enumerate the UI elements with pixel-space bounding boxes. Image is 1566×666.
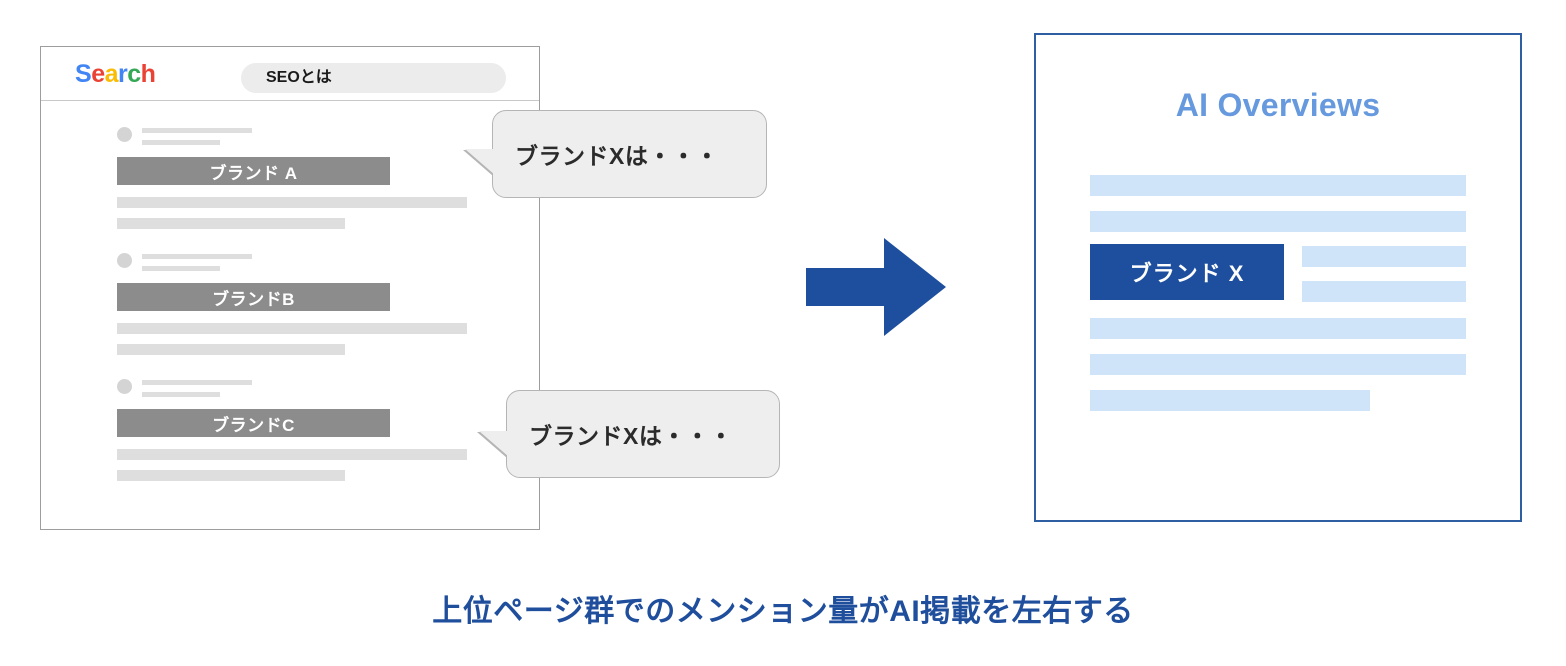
logo-letter-r: r [118,60,128,88]
speech-bubble-text: ブランドXは・・・ [529,423,733,449]
logo-letter-c: c [127,60,141,88]
brand-mention-label: ブランドB [212,289,295,309]
speech-bubble-text: ブランドXは・・・ [515,143,719,169]
result-meta-line [142,140,220,145]
search-results-panel: Search SEOとは ブランド A ブランドB [40,46,540,530]
logo-letter-e: e [91,60,105,88]
logo-letter-s: S [75,60,92,88]
speech-bubble-bottom: ブランドXは・・・ [479,390,780,478]
speech-bubble-top: ブランドXは・・・ [465,110,767,198]
ai-overviews-brand-chip: ブランド X [1090,244,1284,300]
ai-overviews-panel: AI Overviews ブランド X [1034,33,1522,522]
right-arrow-icon [806,238,946,336]
favicon-placeholder-icon [117,253,132,268]
result-snippet-line [117,449,467,460]
favicon-placeholder-icon [117,379,132,394]
brand-mention-chip: ブランドC [117,409,390,437]
ai-overviews-text-bar [1090,354,1466,375]
result-snippet-line [117,197,467,208]
result-snippet-line [117,323,467,334]
ai-overviews-text-bar [1090,175,1466,196]
search-header: Search SEOとは [41,47,539,101]
result-snippet-line [117,218,345,229]
ai-overviews-text-bar [1090,211,1466,232]
result-meta-line [142,254,252,259]
ai-overviews-text-bar [1302,246,1466,267]
favicon-placeholder-icon [117,127,132,142]
search-query-text: SEOとは [266,69,332,86]
search-wordmark: Search [75,60,156,89]
speech-bubble-tail-icon [465,149,495,175]
brand-mention-chip: ブランドB [117,283,390,311]
logo-letter-h: h [140,60,156,88]
caption-text: 上位ページ群でのメンション量がAI掲載を左右する [432,595,1134,628]
result-meta-line [142,380,252,385]
brand-mention-chip: ブランド A [117,157,390,185]
result-snippet-line [117,344,345,355]
brand-mention-label: ブランドC [212,415,295,435]
result-snippet-line [117,470,345,481]
result-meta-line [142,266,220,271]
result-meta-line [142,392,220,397]
brand-mention-label: ブランド A [209,163,298,183]
result-meta-line [142,128,252,133]
ai-overviews-text-bar [1090,390,1370,411]
speech-bubble-tail-icon [479,431,509,457]
search-input[interactable]: SEOとは [241,63,506,93]
ai-overviews-brand-label: ブランド X [1129,261,1245,286]
ai-overviews-text-bar [1090,318,1466,339]
logo-letter-a: a [104,60,119,88]
ai-overviews-text-bar [1302,281,1466,302]
ai-overviews-title: AI Overviews [1175,87,1381,123]
